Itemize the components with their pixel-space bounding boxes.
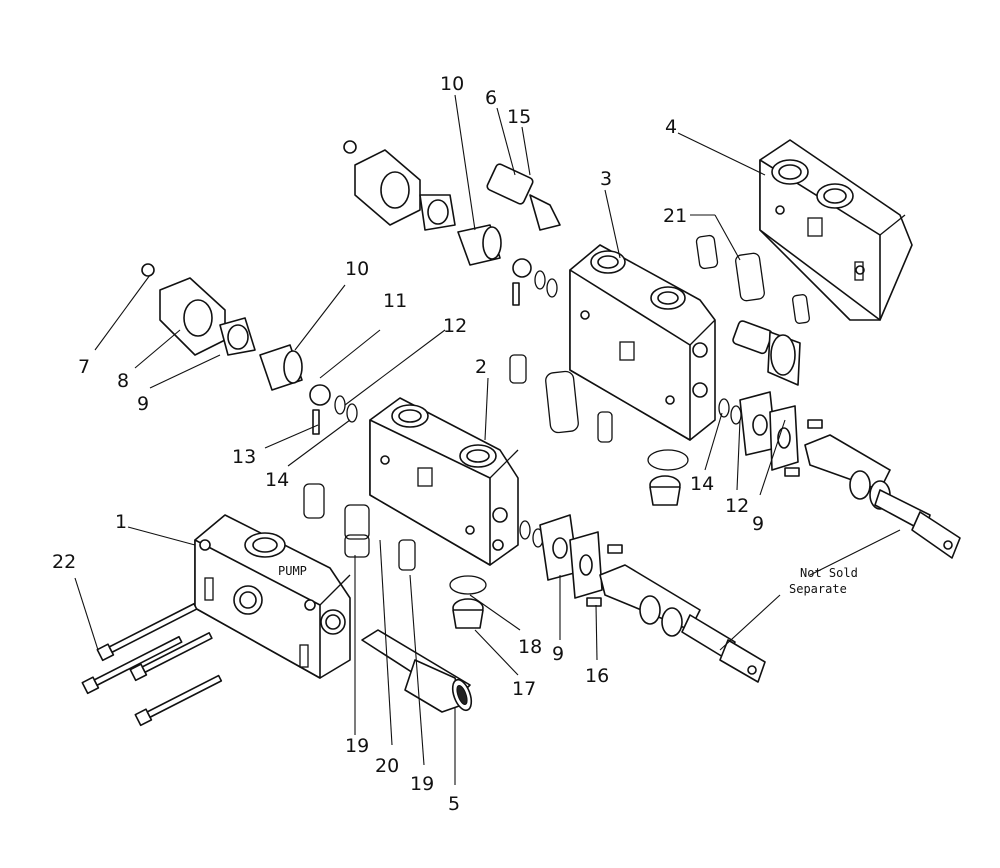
callout-14-right: 14 — [690, 473, 714, 495]
callout-9-right: 9 — [752, 513, 764, 535]
callout-10-middle: 10 — [345, 258, 369, 280]
tie-bolts-part-22 — [81, 602, 223, 727]
lower-spool-right — [519, 514, 766, 683]
callout-14-left: 14 — [265, 469, 289, 491]
callout-3: 3 — [600, 168, 612, 190]
relief-valve-right — [732, 320, 801, 386]
inlet-section-part-1: PUMP — [194, 514, 351, 679]
callout-6: 6 — [485, 87, 497, 109]
callout-12-right: 12 — [725, 495, 749, 517]
valve-section-part-3 — [569, 244, 716, 441]
note-line-2: Separate — [789, 582, 847, 596]
callout-21: 21 — [663, 205, 687, 227]
plug-upper — [647, 449, 689, 506]
callout-4: 4 — [665, 116, 677, 138]
relief-cartridge-part-5 — [361, 629, 473, 713]
callout-15: 15 — [507, 106, 531, 128]
callout-22: 22 — [52, 551, 76, 573]
callout-8: 8 — [117, 370, 129, 392]
callout-2: 2 — [475, 356, 487, 378]
middle-spool-kit — [141, 263, 358, 435]
callout-10-upper: 10 — [440, 73, 464, 95]
callout-18: 18 — [518, 636, 542, 658]
not-sold-separate-note: Not Sold Separate — [789, 566, 858, 596]
callout-5: 5 — [448, 793, 460, 815]
callout-9-left: 9 — [137, 393, 149, 415]
callout-19-right: 19 — [410, 773, 434, 795]
callout-9-lower: 9 — [552, 643, 564, 665]
note-line-1: Not Sold — [800, 566, 858, 580]
callout-13: 13 — [232, 446, 256, 468]
callout-16: 16 — [585, 665, 609, 687]
leader-lines — [74, 94, 901, 785]
plug-part-17 — [449, 575, 487, 629]
callout-17: 17 — [512, 678, 536, 700]
upper-spool-kit — [343, 140, 561, 306]
inlet-label: PUMP — [278, 564, 307, 578]
end-cover-part-4 — [759, 139, 913, 321]
callout-19-left: 19 — [345, 735, 369, 757]
seal-set-upper — [509, 234, 811, 443]
callout-20: 20 — [375, 755, 399, 777]
seal-set-middle — [303, 483, 416, 571]
valve-section-part-2 — [369, 397, 519, 566]
callout-7: 7 — [78, 356, 90, 378]
callout-12-left: 12 — [443, 315, 467, 337]
callout-11: 11 — [383, 290, 407, 312]
callout-1: 1 — [115, 511, 127, 533]
callout-numbers: 10 6 15 3 4 21 10 11 12 7 8 9 2 13 14 14… — [52, 73, 764, 815]
